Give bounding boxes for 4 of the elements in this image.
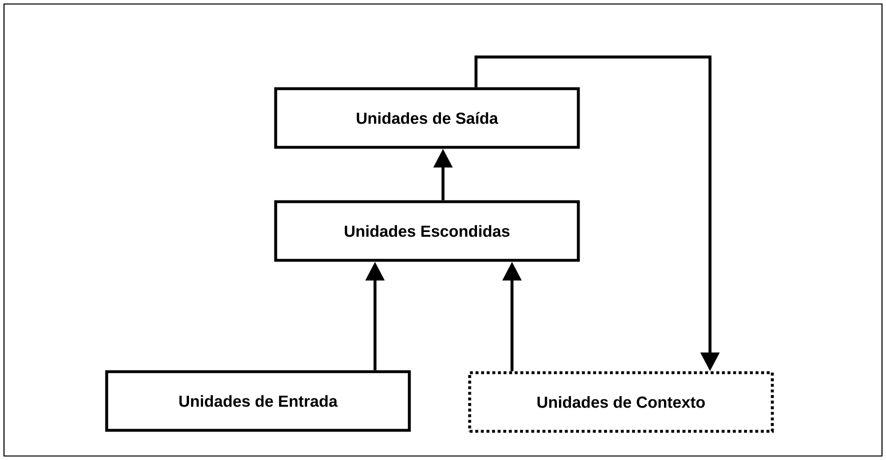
- unit-box: Unidades de Contexto: [468, 371, 774, 433]
- unit-box: Unidades de Entrada: [105, 370, 411, 432]
- unit-box: Unidades de Saída: [274, 87, 580, 149]
- unit-box: Unidades Escondidas: [274, 200, 580, 262]
